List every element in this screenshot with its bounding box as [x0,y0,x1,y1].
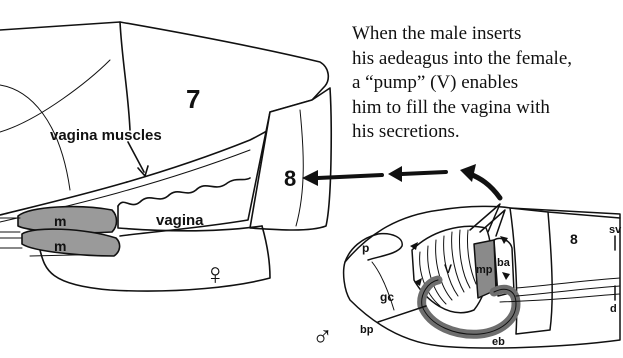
label-mp: mp [476,264,493,276]
label-vagina-muscles: vagina muscles [50,127,162,144]
thin-pleural-line [0,60,110,132]
label-vagina: vagina [156,212,204,229]
curved-arrow-head [460,164,476,182]
male-symbol: ♂ [312,321,333,352]
male-abdomen [344,204,620,348]
curved-arrow-line [470,174,500,198]
segment-8-plate [250,88,331,230]
label-d: d [610,303,617,315]
transfer-arrows [302,164,500,198]
arrow-middle-head [388,166,402,182]
label-segment-7: 7 [186,84,200,114]
label-p: p [362,241,369,255]
label-bp: bp [360,324,374,336]
label-eb: eb [492,336,505,348]
label-segment-8-male: 8 [570,231,578,247]
vagina-muscles-pointer [128,142,144,172]
label-m-upper: m [54,213,66,229]
female-abdomen [0,22,331,291]
label-m-lower: m [54,238,66,254]
label-v: V [444,262,452,276]
tergite-line [120,22,130,130]
label-sv: sv [609,224,622,236]
vagina-wavy [118,178,250,206]
label-ba: ba [497,257,511,269]
label-segment-8-female: 8 [284,166,296,191]
female-symbol: ♀ [204,258,227,291]
arrow-middle-line [402,172,446,174]
label-gc: gc [380,290,394,304]
